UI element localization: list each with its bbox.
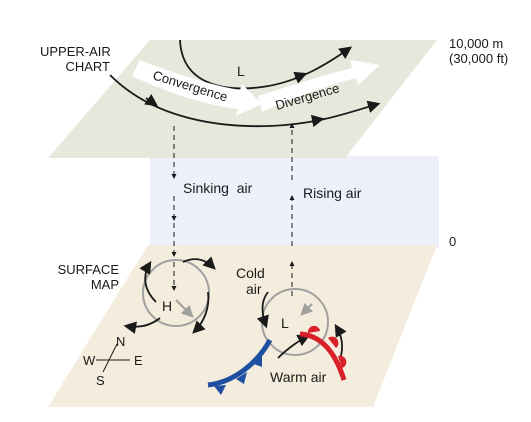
upper-low-label: L	[237, 63, 245, 79]
upper-streamline-upper-arrow	[293, 71, 308, 84]
surface-high-label: H	[162, 298, 172, 314]
warm-front-bump-1	[307, 325, 320, 333]
low-convergence-arrow	[300, 302, 314, 316]
high-outflow-arrow-s	[123, 317, 161, 334]
rising-air-label: Rising air	[303, 185, 362, 201]
cold-air-label-line2: air	[246, 281, 262, 297]
upper-streamline-lower-arrow2	[310, 114, 325, 128]
upper-streamline-upper	[179, 39, 353, 90]
compass-north: N	[116, 334, 125, 349]
compass-east: E	[134, 353, 143, 368]
air-column	[150, 156, 439, 248]
compass-south: S	[96, 373, 105, 388]
surface-map-label: SURFACE MAP	[40, 262, 119, 292]
convergence-flow-arrow	[132, 60, 262, 116]
high-divergence-arrow	[175, 299, 194, 318]
top-altitude-label: 10,000 m (30,000 ft)	[449, 36, 508, 66]
low-inflow-arrow-w	[256, 291, 269, 329]
warm-front-line	[299, 331, 347, 381]
compass-rose: N S W E	[83, 334, 143, 388]
bottom-altitude-label: 0	[449, 234, 457, 249]
cold-front-line	[207, 338, 273, 388]
cold-front-triangle-1	[214, 385, 226, 395]
divergence-flow-arrow	[258, 60, 380, 112]
upper-air-chart-label-line2: CHART	[65, 59, 110, 74]
high-outflow-arrow-w	[139, 260, 157, 303]
surface-map-label-line2: MAP	[90, 277, 119, 292]
upper-air-chart-label: UPPER-AIR CHART	[40, 44, 111, 74]
surface-map-label-line1: SURFACE	[57, 262, 119, 277]
warm-front-bump-2	[328, 336, 339, 348]
high-outflow-arrow-e	[192, 291, 210, 334]
cold-air-label-line1: Cold	[236, 265, 265, 281]
top-altitude-label-line2: (30,000 ft)	[449, 51, 509, 66]
warm-front-bump-3	[338, 355, 347, 368]
upper-air-chart-label-line1: UPPER-AIR	[40, 44, 111, 59]
high-outflow-arrow-n	[182, 256, 216, 270]
surface-low-label: L	[281, 315, 289, 331]
warm-air-label: Warm air	[270, 369, 327, 385]
cold-front-triangle-3	[254, 354, 262, 367]
compass-west: W	[83, 353, 96, 368]
top-altitude-label-line1: 10,000 m	[449, 36, 504, 51]
sinking-air-label: Sinking air	[183, 180, 253, 196]
cold-front-triangle-2	[236, 372, 247, 384]
upper-streamline-lower-arrow	[144, 94, 159, 107]
